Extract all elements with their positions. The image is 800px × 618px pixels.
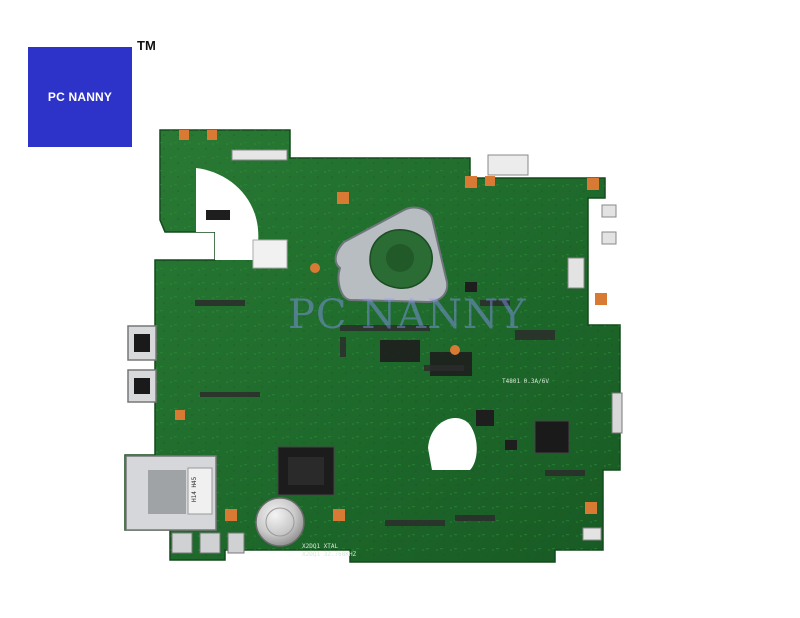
- usb-port: [127, 369, 157, 403]
- power-connector: [487, 154, 529, 176]
- orange-pads: [175, 130, 607, 521]
- logo-text: PC NANNY: [47, 90, 113, 104]
- board-label-sticker: [252, 239, 288, 269]
- silkscreen-fuse: T4801 0.3A/6V: [502, 378, 549, 385]
- silkscreen-xtal-freq: X2DQ1 32.768KHZ: [302, 551, 357, 558]
- top-ribbon-connector: [231, 149, 288, 161]
- cutout-center: [428, 418, 477, 470]
- controller-chip: [534, 420, 570, 454]
- trademark-mark: TM: [137, 38, 156, 53]
- silkscreen-xtal: X2DQ1 XTAL: [302, 543, 339, 550]
- brand-logo: PC NANNY: [28, 47, 132, 147]
- cmos-battery: [255, 497, 305, 547]
- label-code: H14 H45: [191, 476, 198, 502]
